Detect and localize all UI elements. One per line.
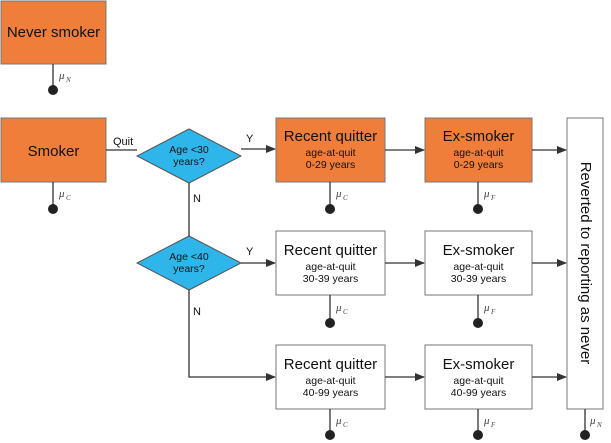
mortality-dot xyxy=(48,85,58,95)
decision-line-1: Age <30 xyxy=(169,144,209,156)
mu-symbol: μ xyxy=(58,70,65,82)
mortality-ex-smoker-row1: μ F xyxy=(473,182,496,214)
decision-line-2: years? xyxy=(173,263,205,275)
age-at-quit-label: age-at-quit xyxy=(305,147,355,159)
smoker-state: Smoker xyxy=(0,117,107,183)
ex-smoker-30-39-state: Ex-smoker age-at-quit 30-39 years xyxy=(424,230,533,296)
decision-line-1: Age <40 xyxy=(169,251,209,263)
mortality-dot xyxy=(325,430,335,440)
no-label-2: N xyxy=(193,306,201,318)
never-smoker-label: Never smoker xyxy=(7,24,100,41)
no-label-1: N xyxy=(193,193,201,205)
mu-subscript: C xyxy=(343,308,348,316)
mortality-reverted: μ N xyxy=(580,409,602,440)
mortality-dot xyxy=(473,430,483,440)
mortality-dot xyxy=(473,204,483,214)
mortality-recent-quitter-row3: μ C xyxy=(325,409,348,440)
mu-symbol: μ xyxy=(58,188,65,200)
mortality-recent-quitter-row1: μ C xyxy=(325,182,348,214)
recent-quitter-30-39-state: Recent quitter age-at-quit 30-39 years xyxy=(275,230,386,296)
recent-quitter-title: Recent quitter xyxy=(284,356,377,373)
mortality-recent-quitter-row2: μ C xyxy=(325,295,348,328)
mu-symbol: μ xyxy=(335,302,342,314)
reverted-label: Reverted to reporting as never xyxy=(577,162,594,365)
mu-subscript: C xyxy=(343,421,348,429)
ex-smoker-title: Ex-smoker xyxy=(443,128,515,145)
mu-symbol: μ xyxy=(335,415,342,427)
age-at-quit-label: age-at-quit xyxy=(453,375,503,387)
mu-subscript: N xyxy=(65,76,71,84)
yes-label-1: Y xyxy=(246,133,254,145)
age-range-label: 40-99 years xyxy=(303,387,358,399)
recent-quitter-title: Recent quitter xyxy=(284,242,377,259)
mu-subscript: F xyxy=(490,194,496,202)
ex-smoker-40-99-state: Ex-smoker age-at-quit 40-99 years xyxy=(424,344,533,410)
mortality-dot xyxy=(580,430,590,440)
mu-symbol: μ xyxy=(483,415,490,427)
age-range-label: 30-39 years xyxy=(451,273,506,285)
recent-quitter-0-29-state: Recent quitter age-at-quit 0-29 years xyxy=(275,117,386,183)
mortality-dot xyxy=(325,318,335,328)
mortality-smoker: μ C xyxy=(48,182,71,214)
mortality-dot xyxy=(473,318,483,328)
reverted-to-never-state: Reverted to reporting as never xyxy=(566,117,604,410)
mortality-ex-smoker-row2: μ F xyxy=(473,295,496,328)
no-connector-2 xyxy=(188,290,276,381)
decision-line-2: years? xyxy=(173,156,205,168)
yes-label-2: Y xyxy=(246,246,254,258)
mu-symbol: μ xyxy=(335,188,342,200)
mortality-ex-smoker-row3: μ F xyxy=(473,409,496,440)
recent-quitter-title: Recent quitter xyxy=(284,128,377,145)
age-at-quit-label: age-at-quit xyxy=(453,261,503,273)
mu-symbol: μ xyxy=(483,188,490,200)
ex-smoker-title: Ex-smoker xyxy=(443,242,515,259)
smoker-label: Smoker xyxy=(28,143,80,160)
quit-label: Quit xyxy=(113,136,133,148)
mu-symbol: μ xyxy=(589,415,596,427)
age-range-label: 0-29 years xyxy=(306,159,356,171)
mortality-dot xyxy=(325,204,335,214)
never-smoker-state: Never smoker xyxy=(0,0,107,65)
recent-quitter-40-99-state: Recent quitter age-at-quit 40-99 years xyxy=(275,344,386,410)
age-at-quit-label: age-at-quit xyxy=(305,261,355,273)
mu-subscript: N xyxy=(596,421,602,429)
mu-subscript: F xyxy=(490,421,496,429)
age-at-quit-label: age-at-quit xyxy=(453,147,503,159)
mu-subscript: C xyxy=(343,194,348,202)
mu-subscript: C xyxy=(66,194,71,202)
decision-age-under-30: Age <30 years? xyxy=(135,128,243,184)
age-range-label: 30-39 years xyxy=(303,273,358,285)
age-range-label: 0-29 years xyxy=(454,159,504,171)
ex-smoker-title: Ex-smoker xyxy=(443,356,515,373)
age-range-label: 40-99 years xyxy=(451,387,506,399)
decision-age-under-40: Age <40 years? xyxy=(135,235,243,291)
ex-smoker-0-29-state: Ex-smoker age-at-quit 0-29 years xyxy=(424,117,533,183)
mortality-never-smoker: μ N xyxy=(48,64,71,95)
age-at-quit-label: age-at-quit xyxy=(305,375,355,387)
connectors: Quit Y N Y N xyxy=(106,133,567,381)
mortality-dot xyxy=(48,204,58,214)
mu-symbol: μ xyxy=(483,302,490,314)
mu-subscript: F xyxy=(490,308,496,316)
